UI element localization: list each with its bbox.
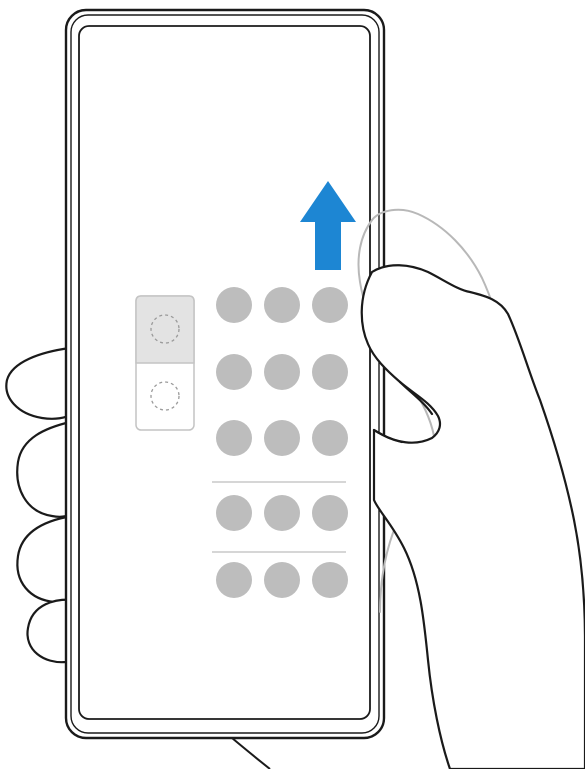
app-dot xyxy=(216,495,252,531)
split-panel-top-section xyxy=(135,295,195,364)
grid-dividers xyxy=(212,481,346,553)
wrist-line xyxy=(231,737,271,769)
app-dot xyxy=(312,420,348,456)
app-dot xyxy=(264,562,300,598)
app-dot xyxy=(312,354,348,390)
phone-mid-frame xyxy=(70,14,380,734)
right-hand-shape xyxy=(360,264,585,769)
left-hand xyxy=(5,346,79,664)
app-dot xyxy=(216,420,252,456)
app-dot xyxy=(264,287,300,323)
right-hand xyxy=(360,264,585,769)
app-grid xyxy=(216,287,348,598)
right-hand-thumb-crease xyxy=(398,380,434,416)
app-dot xyxy=(264,354,300,390)
swipe-up-arrow-icon xyxy=(300,181,356,270)
app-dot xyxy=(312,287,348,323)
app-dot xyxy=(264,420,300,456)
app-dot xyxy=(264,495,300,531)
split-panel-top-circle-icon xyxy=(150,314,180,344)
app-dot xyxy=(312,562,348,598)
split-window-panel xyxy=(135,295,195,431)
app-dot xyxy=(216,562,252,598)
app-dot xyxy=(216,287,252,323)
left-hand-finger-1 xyxy=(5,346,73,420)
app-dot xyxy=(216,354,252,390)
right-hand-palm-line xyxy=(372,428,404,444)
app-dot xyxy=(312,495,348,531)
split-panel-bottom-circle-icon xyxy=(150,381,180,411)
